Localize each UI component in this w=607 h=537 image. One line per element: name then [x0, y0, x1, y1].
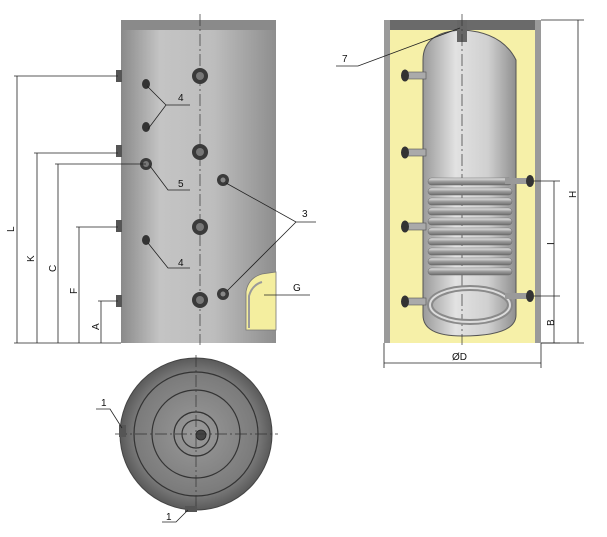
coil-nozzle: [526, 290, 534, 302]
exterior-view: 4 5 4 3 G L K C F: [6, 14, 316, 345]
label-4-top: 4: [178, 93, 184, 104]
side-nozzle: [116, 220, 122, 232]
jacket-top-cap: [121, 20, 276, 32]
dimension-D: ØD: [383, 343, 542, 368]
heat-exchanger-coil: [427, 177, 530, 325]
top-view: 1 1: [96, 355, 278, 523]
dimension-I: I: [534, 180, 560, 297]
svg-text:K: K: [26, 255, 37, 262]
dimension-B: B: [541, 296, 560, 344]
svg-text:I: I: [546, 242, 557, 245]
foot: [185, 506, 197, 512]
leader-1-top: [96, 408, 123, 429]
svg-text:B: B: [546, 319, 557, 326]
foot: [119, 425, 126, 437]
svg-text:ØD: ØD: [452, 352, 467, 363]
section-nozzle: [401, 295, 427, 308]
svg-text:C: C: [48, 265, 59, 272]
dimension-K: K: [26, 152, 118, 343]
section-nozzle: [401, 69, 427, 82]
dimension-F: F: [69, 226, 118, 343]
svg-text:H: H: [568, 191, 579, 198]
section-nozzle: [401, 220, 427, 233]
center-fitting: [195, 429, 207, 441]
sensor-port: [217, 174, 229, 186]
port-small: [142, 122, 150, 132]
leader-1-bottom: [162, 509, 189, 523]
dimension-C: C: [48, 163, 146, 343]
svg-text:A: A: [91, 323, 102, 330]
leader-7: [336, 27, 461, 67]
label-3: 3: [302, 209, 308, 220]
sensor-port: [217, 288, 229, 300]
port-large: [192, 144, 208, 160]
leader-5: [149, 165, 190, 191]
port-large: [192, 292, 208, 308]
label-5: 5: [178, 179, 184, 190]
label-1-bottom: 1: [166, 512, 172, 523]
leader-4-top: [146, 85, 190, 130]
dimension-H: H: [541, 19, 584, 344]
label-7: 7: [342, 54, 348, 65]
leader-4-bottom: [147, 242, 190, 269]
side-nozzle: [116, 145, 122, 157]
svg-text:F: F: [69, 288, 80, 294]
coil-nozzle: [526, 175, 534, 187]
label-4-bottom: 4: [178, 258, 184, 269]
section-view: 7 H I B ØD: [336, 14, 584, 368]
port-large: [192, 68, 208, 84]
section-nozzle: [401, 146, 427, 159]
leader-3: [225, 182, 316, 292]
label-1-top: 1: [101, 398, 107, 409]
flange-cutout: [245, 271, 277, 331]
dimension-L: L: [6, 75, 118, 343]
port-small: [142, 235, 150, 245]
port-large: [192, 219, 208, 235]
dimension-A: A: [91, 300, 118, 343]
label-G: G: [293, 283, 301, 294]
svg-text:L: L: [6, 226, 17, 232]
side-nozzle: [116, 70, 122, 82]
side-nozzle: [116, 295, 122, 307]
